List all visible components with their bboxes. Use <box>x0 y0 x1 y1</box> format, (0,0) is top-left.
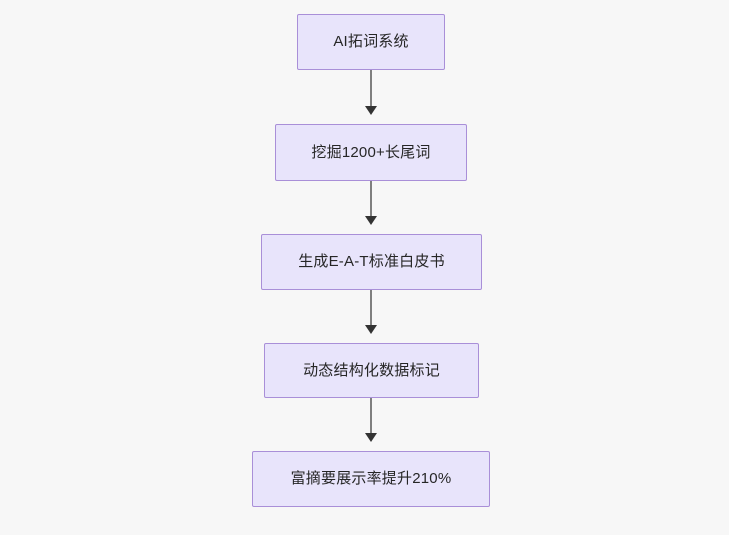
arrowhead-icon <box>365 433 377 442</box>
arrowhead-icon <box>365 325 377 334</box>
node-dynamic-structured-data-markup[interactable]: 动态结构化数据标记 <box>264 343 479 398</box>
node-label: AI拓词系统 <box>333 33 409 50</box>
node-label: 动态结构化数据标记 <box>303 361 440 379</box>
edge-line <box>370 181 372 217</box>
node-rich-snippet-rate-increase[interactable]: 富摘要展示率提升210% <box>252 451 490 507</box>
edge-line <box>370 70 372 107</box>
edge-line <box>370 290 372 326</box>
node-ai-keyword-system[interactable]: AI拓词系统 <box>297 14 445 70</box>
node-mine-longtail-keywords[interactable]: 挖掘1200+长尾词 <box>275 124 467 181</box>
node-label: 富摘要展示率提升210% <box>290 470 452 487</box>
arrowhead-icon <box>365 106 377 115</box>
node-label: 挖掘1200+长尾词 <box>311 143 431 161</box>
node-label: 生成E-A-T标准白皮书 <box>298 253 445 270</box>
node-generate-eat-whitepaper[interactable]: 生成E-A-T标准白皮书 <box>261 234 482 290</box>
edge-line <box>370 398 372 434</box>
arrowhead-icon <box>365 216 377 225</box>
